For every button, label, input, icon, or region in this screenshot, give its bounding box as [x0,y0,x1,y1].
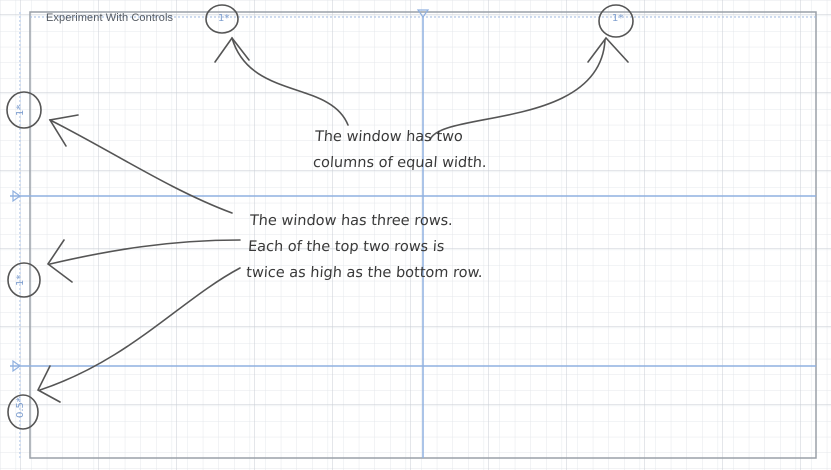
arrow-to-row-3 [39,267,241,391]
column-2-size-label[interactable]: 1* [612,13,623,24]
circle-row-2 [7,262,41,298]
arrow-to-row-1 [49,119,233,214]
row-splitter-2-handle[interactable] [12,359,22,373]
arrow-to-row-3-head [36,365,61,403]
arrow-to-column-2 [429,39,606,141]
circle-column-2 [598,4,634,38]
row-1-size-label[interactable]: 1* [15,105,26,116]
rows-annotation: The window has three rows. Each of the t… [245,208,487,286]
rows-annotation-line-2: Each of the top two rows is [247,239,445,255]
circle-row-1 [6,91,42,129]
rows-annotation-line-3: twice as high as the bottom row. [245,265,484,281]
circle-row-3 [7,394,39,430]
arrow-to-column-1 [231,37,349,126]
circle-column-1 [205,4,239,34]
row-2-size-label[interactable]: 1* [15,275,26,286]
columns-annotation: The window has two columns of equal widt… [312,124,489,176]
columns-annotation-line-1: The window has two [314,129,464,145]
column-1-size-label[interactable]: 1* [218,13,229,24]
arrow-to-row-2 [49,239,241,265]
column-splitter-handle[interactable] [416,9,430,19]
arrow-to-row-1-head [48,114,79,147]
row-3-size-label[interactable]: 0.5* [15,397,26,418]
window-title: Experiment With Controls [46,12,174,24]
rows-annotation-line-1: The window has three rows. [249,213,454,229]
row-splitter-1-handle[interactable] [12,189,22,203]
columns-annotation-line-2: columns of equal width. [312,155,488,171]
arrow-to-column-2-head [587,36,629,63]
arrow-to-row-2-head [46,239,73,283]
arrow-to-column-1-head [214,36,250,63]
